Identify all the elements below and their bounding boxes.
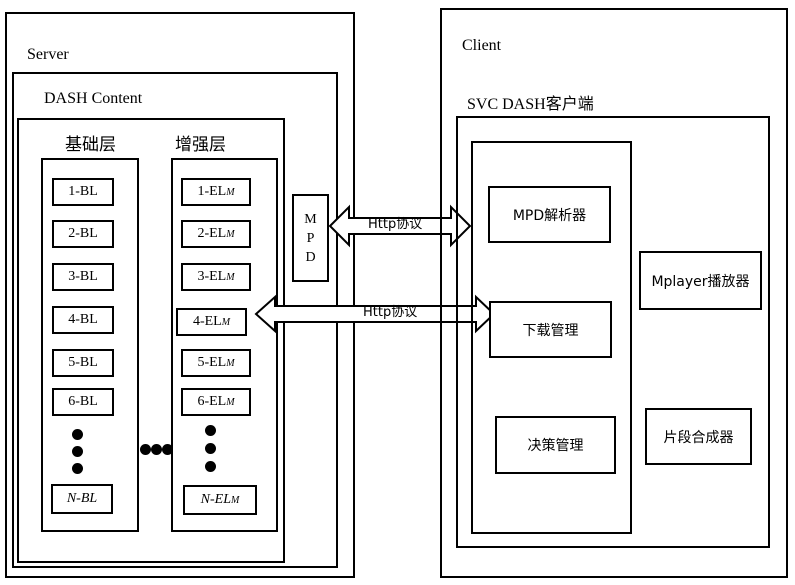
segment-merger-box: 片段合成器 — [645, 408, 752, 465]
download-manager-box: 下载管理 — [489, 301, 612, 358]
client-title: Client — [462, 37, 501, 55]
svc-dash-client-title: SVC DASH客户端 — [467, 90, 594, 114]
http-protocol-label-top: Http协议 — [368, 217, 422, 233]
mpd-parser-box: MPD解析器 — [488, 186, 611, 243]
mplayer-box: Mplayer播放器 — [639, 251, 762, 310]
http-protocol-label-bottom: Http协议 — [363, 305, 417, 321]
decision-manager-box: 决策管理 — [495, 416, 616, 474]
